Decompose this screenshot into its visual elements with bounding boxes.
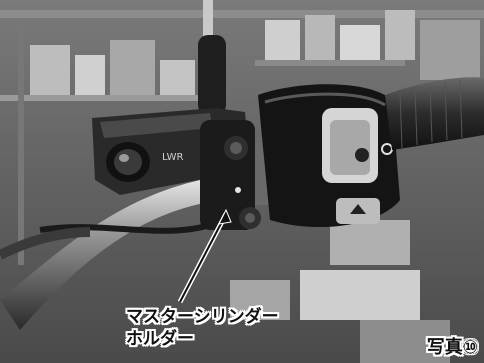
caption-line-2: ホルダー <box>126 329 194 349</box>
caption-line-1: マスターシリンダー <box>126 307 279 327</box>
part-caption: マスターシリンダー ホルダー <box>126 306 279 350</box>
lwr-label: LWR <box>162 152 184 163</box>
photo-number-label: 写真⑩ <box>426 337 478 358</box>
